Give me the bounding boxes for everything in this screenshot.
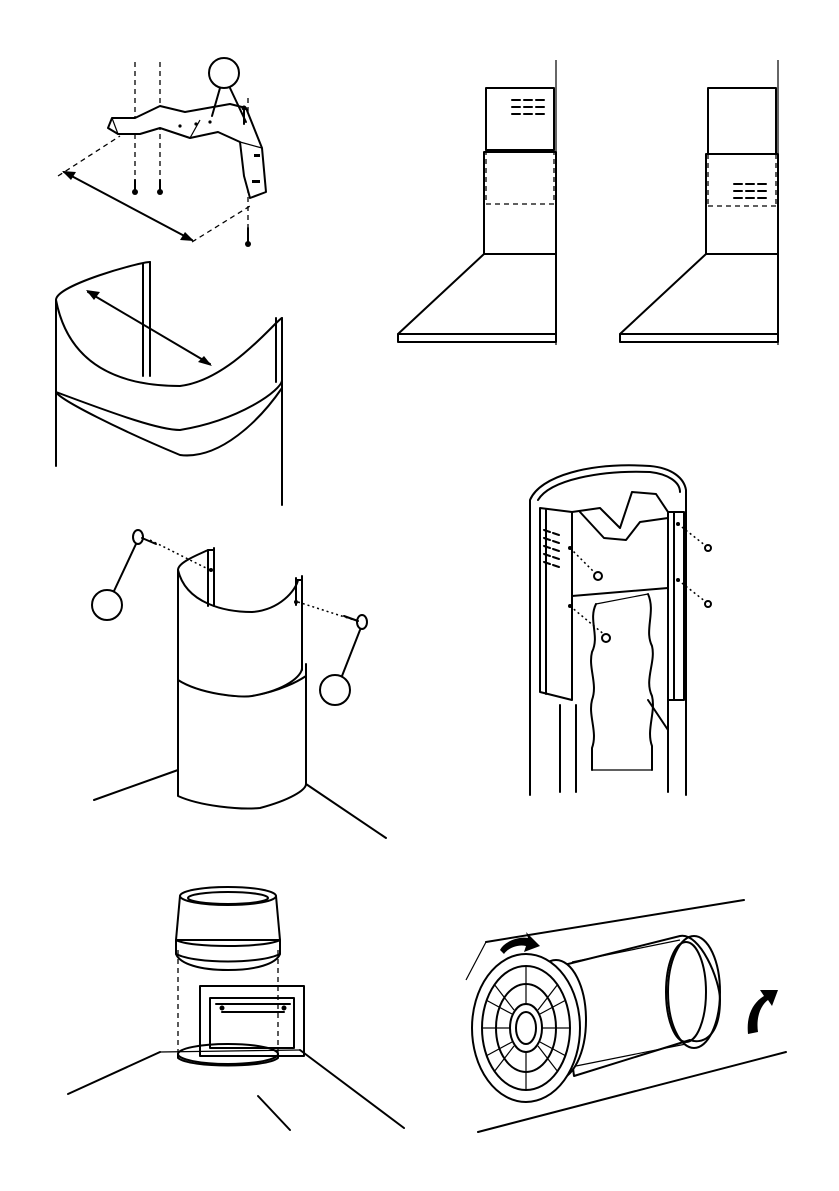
chimney-duct-inside-figure	[530, 465, 711, 795]
vent-slots-icon	[512, 100, 544, 114]
duct-collar-connection-figure	[68, 887, 404, 1130]
screw-icon	[133, 530, 156, 544]
width-dimension-arrow	[64, 172, 192, 240]
screw-icon	[245, 228, 251, 247]
upper-chimney-width-figure	[56, 262, 282, 505]
screw-icon	[594, 572, 602, 580]
rotate-arrow-icon	[748, 990, 778, 1034]
upper-chimney-panel-right	[668, 512, 684, 700]
lower-chimney	[484, 152, 556, 254]
rotate-arrow-icon	[500, 932, 540, 954]
callout-circle	[320, 675, 350, 705]
charcoal-filter-twist-figure	[466, 900, 786, 1132]
hood-chimney-vent-low-figure	[620, 60, 778, 345]
screw-icon	[602, 634, 610, 642]
hood-chimney-vent-top-figure	[398, 60, 556, 345]
lower-chimney	[706, 154, 778, 254]
hood-canopy	[620, 254, 778, 342]
screw-icon	[705, 601, 711, 607]
upper-chimney-panel	[540, 508, 572, 700]
upper-chimney	[708, 88, 776, 154]
screw-icon	[344, 615, 367, 629]
upper-chimney-section	[56, 262, 282, 430]
duct-collar	[180, 887, 276, 905]
hood-canopy	[398, 254, 556, 342]
screw-icon	[705, 545, 711, 551]
callout-circle	[92, 590, 122, 620]
callout-circle	[209, 58, 239, 88]
upper-chimney	[486, 88, 554, 150]
wall-bracket	[108, 104, 266, 198]
flexible-duct	[591, 594, 653, 770]
upper-chimney-section	[178, 550, 302, 696]
screw-icon	[132, 180, 138, 195]
bracket-mount-figure	[58, 58, 266, 247]
chimney-screw-fixing-figure	[92, 530, 386, 838]
screw-icon	[157, 180, 163, 195]
vent-slots-icon	[734, 184, 766, 198]
